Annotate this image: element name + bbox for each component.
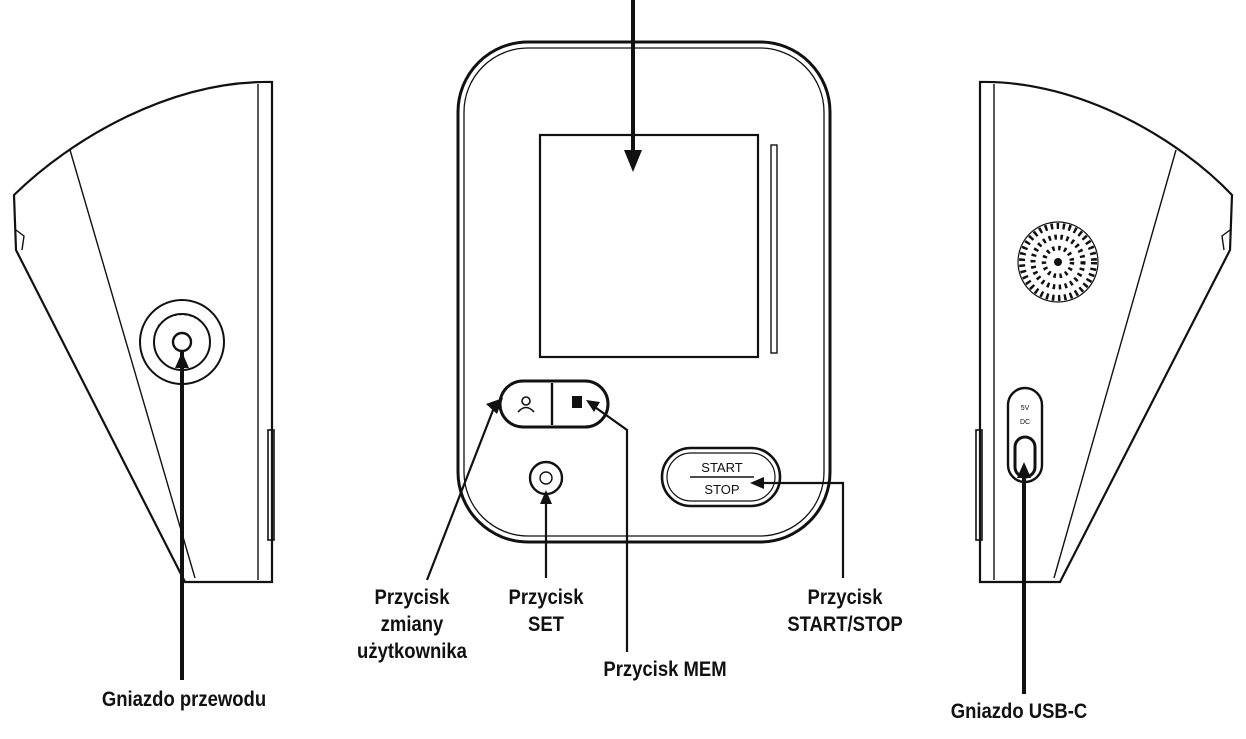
cable-socket-arrowhead [175,352,189,368]
right-housing-outline [978,80,1234,584]
start-stop-label-line2: START/STOP [787,613,903,636]
left-housing-seam [69,149,196,579]
set-arrowhead [540,490,552,504]
mem-button[interactable] [554,384,606,424]
mem-arrowhead [586,400,600,412]
start-stop-leader [756,481,845,578]
user-switch-label: Przycisk zmiany użytkownika [333,584,491,665]
speaker-grille-icon [1017,221,1099,303]
user-switch-button[interactable] [503,384,551,424]
user-switch-icon [517,396,535,413]
left-side-view [12,80,275,680]
svg-text:5V: 5V [1021,405,1030,412]
cable-socket-label-text: Gniazdo przewodu [101,688,267,711]
set-label-line1: Przycisk [508,586,584,609]
user-switch-leader [425,404,497,581]
start-stop-label-line1: Przycisk [807,586,883,609]
front-housing-inner [463,47,825,537]
right-side-tab [975,429,983,541]
user-switch-label-line2: zmiany [380,613,444,636]
mem-icon [572,396,582,408]
user-switch-label-line3: użytkownika [357,640,467,663]
set-icon [539,471,553,485]
left-side-tab [267,429,275,541]
right-housing-seam [1053,149,1177,579]
front-housing-outer [456,40,832,544]
start-stop-button[interactable]: START STOP [660,446,782,508]
mem-label: Przycisk MEM [573,656,758,683]
user-switch-label-line1: Przycisk [374,586,450,609]
right-small-notch [1221,229,1231,251]
cable-socket-label: Gniazdo przewodu [77,686,292,713]
start-stop-arrowhead [750,477,764,489]
start-stop-label: Przycisk START/STOP [770,584,920,638]
set-button[interactable] [528,460,564,496]
stop-label: STOP [704,482,739,497]
front-view: START STOP [425,0,845,652]
mem-leader [591,404,629,652]
left-small-notch [15,229,25,251]
usb-c-arrowhead [1017,462,1031,478]
left-housing-outline [12,80,274,584]
mem-label-text: Przycisk MEM [603,658,727,681]
display-arrowhead [624,150,642,172]
cable-socket-icon [139,299,225,385]
set-label: Przycisk SET [493,584,599,638]
display-screen [538,133,760,359]
user-switch-arrowhead [486,398,503,414]
usb-c-label-text: Gniazdo USB-C [950,700,1088,723]
display-side-strip [770,144,778,354]
right-side-view: 5V DC [975,80,1234,694]
start-label: START [701,460,742,475]
usb-c-label: Gniazdo USB-C [918,698,1120,725]
svg-text:DC: DC [1020,419,1030,426]
set-label-line2: SET [528,613,564,636]
